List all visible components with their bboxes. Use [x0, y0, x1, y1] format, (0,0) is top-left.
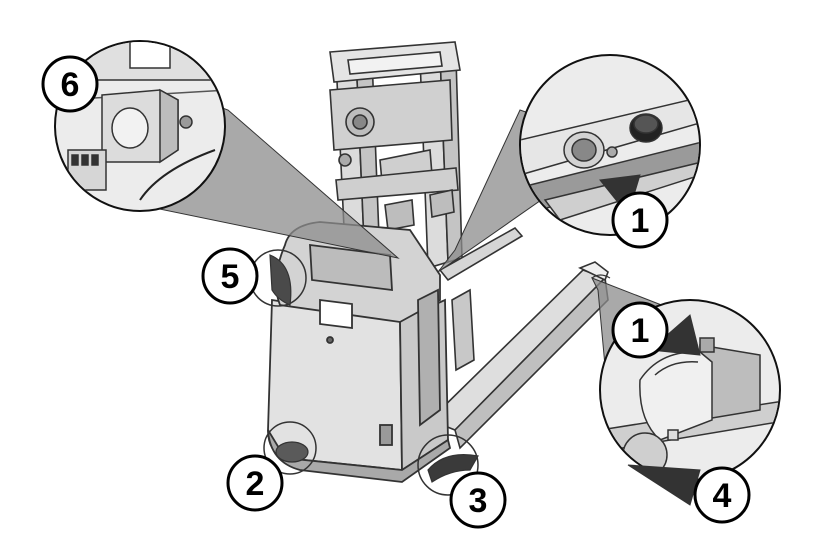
- truck-body: [267, 221, 452, 483]
- svg-text:6: 6: [61, 66, 80, 104]
- mast: [329, 41, 463, 272]
- svg-text:3: 3: [469, 482, 488, 520]
- straddle-arm: [428, 226, 609, 450]
- highlight-fills: [269, 254, 611, 483]
- callout-6: 6: [41, 55, 99, 113]
- detail-1-top: [519, 54, 701, 236]
- highlight-3: [417, 434, 479, 496]
- svg-text:1: 1: [631, 312, 650, 350]
- callout-5: 5: [201, 247, 259, 305]
- callout-1-right: 1: [611, 301, 669, 359]
- emergency-stop-icon: [563, 113, 663, 169]
- battery-connector-icon: [101, 88, 193, 164]
- callout-1-top: 1: [611, 191, 669, 249]
- highlight-2: [263, 421, 317, 475]
- callout-2: 2: [226, 454, 284, 512]
- svg-text:1: 1: [631, 202, 650, 240]
- callout-3: 3: [449, 471, 507, 529]
- callout-tails: [599, 174, 701, 506]
- svg-text:2: 2: [246, 465, 265, 503]
- svg-text:4: 4: [713, 477, 732, 515]
- svg-text:5: 5: [221, 258, 240, 296]
- callout-4: 4: [693, 466, 751, 524]
